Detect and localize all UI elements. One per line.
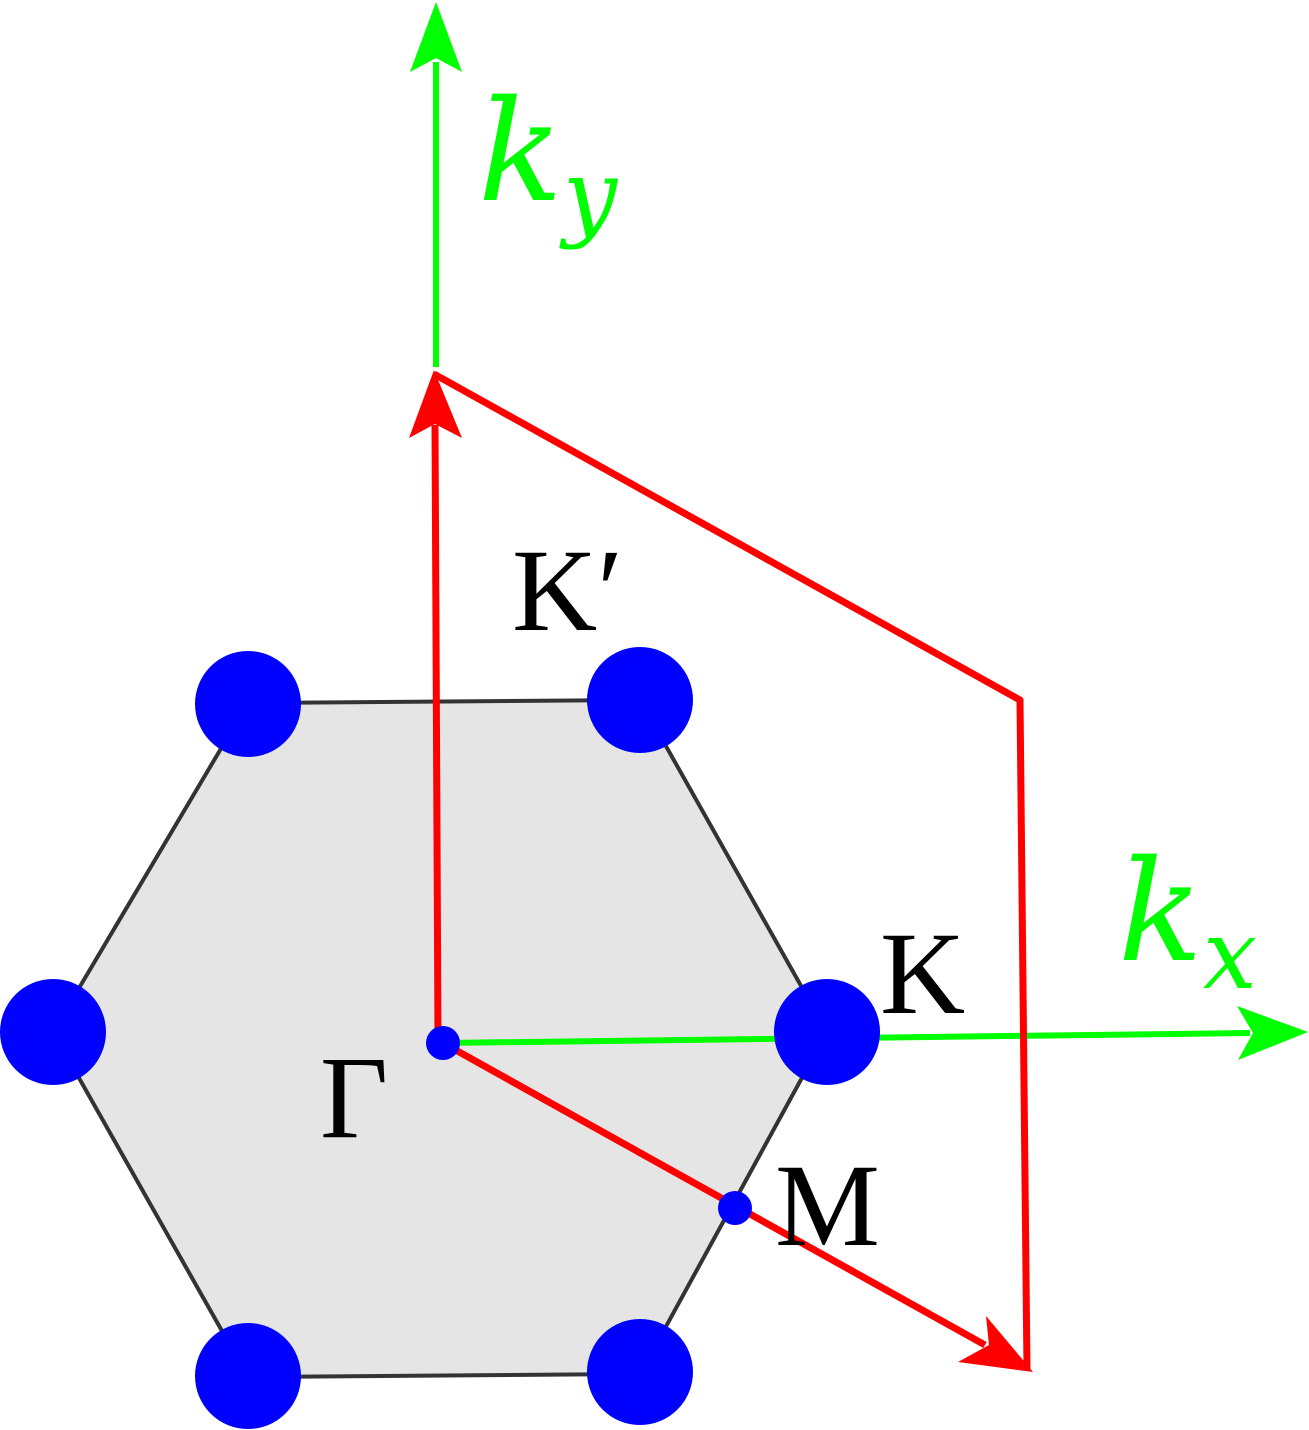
- label-ky-main: k: [478, 71, 563, 234]
- label-k: K: [880, 908, 965, 1039]
- kx-axis-arrowhead: [1237, 1006, 1308, 1060]
- reciprocal-vector-b2-arrowhead: [409, 370, 462, 438]
- k-point-left: [0, 979, 106, 1085]
- label-ky-sub: y: [559, 139, 619, 251]
- label-k-prime: K′: [512, 525, 623, 656]
- reciprocal-vector-b1: [441, 1039, 987, 1349]
- reciprocal-vector-b2: [431, 424, 442, 1044]
- k-point-bottom-right: [587, 1319, 693, 1425]
- label-m: M: [775, 1140, 880, 1271]
- k-prime-point-top-right: [587, 647, 693, 753]
- label-kx-sub: x: [1203, 899, 1257, 1011]
- k-point-right: [774, 979, 880, 1085]
- k-point-bottom-left: [195, 1323, 301, 1429]
- m-point: [718, 1191, 752, 1225]
- reciprocal-vector-b1-arrowhead: [958, 1316, 1033, 1372]
- label-kx: kx: [1118, 831, 1257, 1011]
- label-ky: ky: [478, 71, 619, 251]
- label-kx-main: k: [1118, 831, 1203, 994]
- gamma-point: [426, 1026, 460, 1060]
- ky-axis-arrowhead: [410, 2, 462, 72]
- reciprocal-cell-outline: [432, 370, 1031, 1371]
- label-gamma: Γ: [320, 1032, 388, 1163]
- k-prime-point-top-left: [195, 651, 301, 757]
